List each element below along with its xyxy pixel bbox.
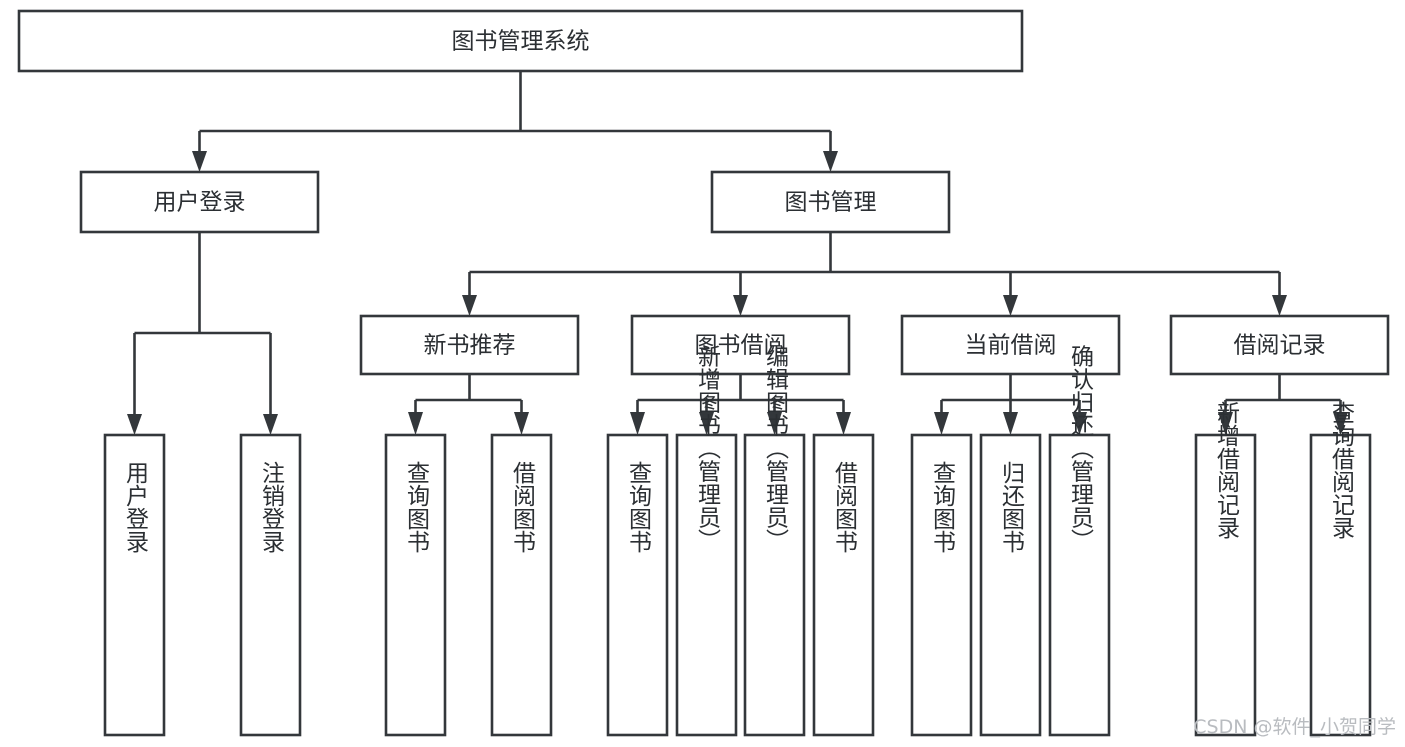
arrow-head-current-borrow bbox=[1003, 295, 1018, 316]
node-leaf-borrow-book-1-label: 借阅图书 bbox=[509, 461, 537, 553]
node-leaf-query-record[interactable]: 查询借阅记录 bbox=[1309, 401, 1372, 737]
node-leaf-user-login[interactable]: 用户登录 bbox=[103, 433, 166, 737]
node-leaf-return-book[interactable]: 归还图书 bbox=[979, 433, 1042, 737]
arrow-head-user-login bbox=[192, 151, 207, 172]
node-leaf-add-book-label: 新增图书（管理员） bbox=[694, 345, 722, 552]
node-leaf-borrow-book-1[interactable]: 借阅图书 bbox=[490, 433, 553, 737]
node-new-book-recommend-label: 新书推荐 bbox=[424, 333, 516, 359]
arrow-head-leaf-confirm-return bbox=[1072, 412, 1087, 435]
node-root-box[interactable] bbox=[17, 9, 1024, 73]
node-leaf-edit-book-box[interactable] bbox=[743, 433, 806, 737]
node-leaf-add-book[interactable]: 新增图书（管理员） bbox=[675, 345, 738, 737]
node-book-borrow-label: 图书借阅 bbox=[695, 333, 787, 359]
arrow-head-borrow-record bbox=[1272, 295, 1287, 316]
arrow-head-leaf-user-logout bbox=[263, 414, 278, 435]
arrow-head-leaf-add-book bbox=[699, 412, 714, 435]
node-leaf-query-book-3-box[interactable] bbox=[910, 433, 973, 737]
arrow-head-leaf-query-book-3 bbox=[934, 412, 949, 435]
node-user-login-box[interactable] bbox=[79, 170, 320, 234]
node-leaf-borrow-book-2-label: 借阅图书 bbox=[831, 461, 859, 553]
node-leaf-query-book-2-label: 查询图书 bbox=[625, 461, 653, 553]
arrow-head-book-manage bbox=[823, 151, 838, 172]
node-new-book-recommend[interactable]: 新书推荐 bbox=[359, 314, 580, 376]
node-book-borrow[interactable]: 图书借阅 bbox=[630, 314, 851, 376]
node-book-manage-box[interactable] bbox=[710, 170, 951, 234]
node-leaf-add-record-box[interactable] bbox=[1194, 433, 1257, 737]
node-leaf-return-book-label: 归还图书 bbox=[998, 461, 1026, 553]
arrow-head-leaf-add-record bbox=[1218, 412, 1233, 435]
node-leaf-edit-book-label: 编辑图书（管理员） bbox=[762, 345, 790, 552]
node-leaf-query-book-2-box[interactable] bbox=[606, 433, 669, 737]
node-leaf-user-login-box[interactable] bbox=[103, 433, 166, 737]
node-leaf-borrow-book-2[interactable]: 借阅图书 bbox=[812, 433, 875, 737]
node-leaf-query-record-label: 查询借阅记录 bbox=[1328, 401, 1356, 539]
node-leaf-edit-book[interactable]: 编辑图书（管理员） bbox=[743, 345, 806, 737]
node-root-label: 图书管理系统 bbox=[452, 29, 590, 55]
node-leaf-user-login-label: 用户登录 bbox=[122, 461, 150, 553]
node-leaf-user-logout[interactable]: 注销登录 bbox=[239, 433, 302, 737]
node-book-manage[interactable]: 图书管理 bbox=[710, 170, 951, 234]
csdn-watermark: CSDN @软件_小贺同学 bbox=[1193, 716, 1396, 738]
connector-layer bbox=[127, 71, 1348, 435]
node-leaf-add-book-box[interactable] bbox=[675, 433, 738, 737]
node-leaf-query-book-1-box[interactable] bbox=[384, 433, 447, 737]
node-leaf-return-book-box[interactable] bbox=[979, 433, 1042, 737]
node-leaf-user-logout-box[interactable] bbox=[239, 433, 302, 737]
node-borrow-record-label: 借阅记录 bbox=[1234, 333, 1326, 359]
arrow-head-leaf-borrow-book-2 bbox=[836, 412, 851, 435]
arrow-head-leaf-query-book-1 bbox=[408, 412, 423, 435]
arrow-head-leaf-query-record bbox=[1333, 412, 1348, 435]
node-leaf-query-record-box[interactable] bbox=[1309, 433, 1372, 737]
node-leaf-query-book-3[interactable]: 查询图书 bbox=[910, 433, 973, 737]
node-book-manage-label: 图书管理 bbox=[785, 190, 877, 216]
node-leaf-confirm-return-box[interactable] bbox=[1048, 433, 1111, 737]
arrow-head-leaf-return-book bbox=[1003, 412, 1018, 435]
node-leaf-query-book-1-label: 查询图书 bbox=[403, 461, 431, 553]
node-leaf-borrow-book-1-box[interactable] bbox=[490, 433, 553, 737]
node-leaf-add-record[interactable]: 新增借阅记录 bbox=[1194, 401, 1257, 737]
node-leaf-query-book-3-label: 查询图书 bbox=[929, 461, 957, 553]
node-root[interactable]: 图书管理系统 bbox=[17, 9, 1024, 73]
node-current-borrow-box[interactable] bbox=[900, 314, 1121, 376]
node-book-borrow-box[interactable] bbox=[630, 314, 851, 376]
arrow-head-new-book-recommend bbox=[462, 295, 477, 316]
node-current-borrow-label: 当前借阅 bbox=[965, 333, 1057, 359]
node-borrow-record-box[interactable] bbox=[1169, 314, 1390, 376]
node-current-borrow[interactable]: 当前借阅 bbox=[900, 314, 1121, 376]
node-borrow-record[interactable]: 借阅记录 bbox=[1169, 314, 1390, 376]
node-user-login[interactable]: 用户登录 bbox=[79, 170, 320, 234]
node-leaf-confirm-return[interactable]: 确认归还（管理员） bbox=[1048, 345, 1111, 737]
arrow-head-leaf-query-book-2 bbox=[630, 412, 645, 435]
node-user-login-label: 用户登录 bbox=[154, 190, 246, 216]
node-new-book-recommend-box[interactable] bbox=[359, 314, 580, 376]
arrow-head-leaf-user-login bbox=[127, 414, 142, 435]
node-leaf-confirm-return-label: 确认归还（管理员） bbox=[1067, 345, 1095, 552]
arrow-head-book-borrow bbox=[733, 295, 748, 316]
node-leaf-borrow-book-2-box[interactable] bbox=[812, 433, 875, 737]
node-leaf-query-book-1[interactable]: 查询图书 bbox=[384, 433, 447, 737]
arrow-head-leaf-borrow-book-1 bbox=[514, 412, 529, 435]
node-leaf-query-book-2[interactable]: 查询图书 bbox=[606, 433, 669, 737]
arrow-head-leaf-edit-book bbox=[767, 412, 782, 435]
node-leaf-user-logout-label: 注销登录 bbox=[258, 461, 286, 553]
node-leaf-add-record-label: 新增借阅记录 bbox=[1213, 401, 1241, 539]
